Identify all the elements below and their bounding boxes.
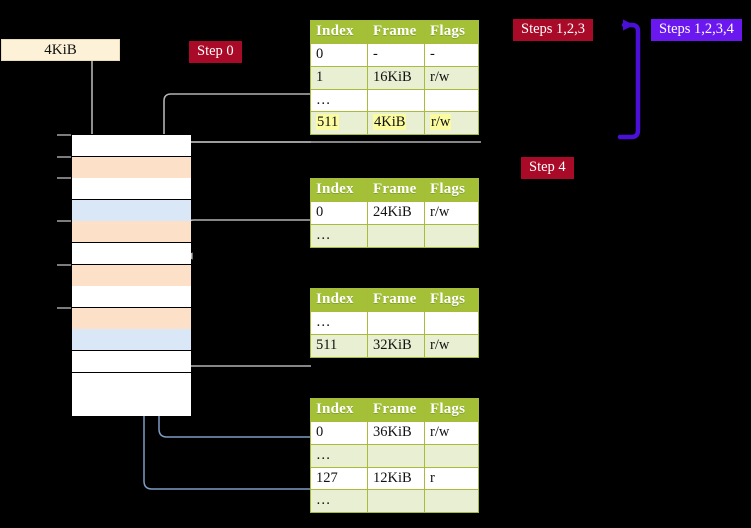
memory-tick [57, 155, 71, 158]
column-header-index: Index [310, 397, 368, 423]
badge-steps-123: Steps 1,2,3 [513, 19, 594, 41]
cell-frame: 4KiB [367, 111, 425, 135]
wire-pdpt-row0 [185, 219, 311, 260]
cell-flags: - [424, 43, 479, 67]
cell-frame: 24KiB [367, 201, 425, 225]
badge-step-0: Step 0 [189, 41, 242, 63]
memory-frame-peach [72, 264, 191, 287]
table-row: … [310, 443, 479, 468]
memory-frame-white [72, 351, 191, 373]
column-header-flags: Flags [424, 287, 479, 313]
size-label-text: 4KiB [44, 41, 77, 58]
memory-frame-blue [72, 329, 191, 352]
cell-frame: 12KiB [367, 466, 425, 491]
column-header-frame: Frame [367, 177, 425, 203]
memory-frame-white [72, 135, 191, 157]
column-header-index: Index [310, 177, 368, 203]
memory-tick [57, 263, 71, 266]
cell-index: … [310, 223, 368, 248]
column-header-index: Index [310, 19, 368, 45]
cell-frame: 32KiB [367, 333, 425, 358]
cell-index: 511 [310, 111, 368, 135]
memory-frame-blue [72, 199, 191, 222]
cell-flags: r/w [424, 421, 479, 445]
memory-frame-peach [72, 221, 191, 244]
cell-index: … [310, 443, 368, 468]
memory-frame-white [72, 394, 191, 417]
memory-tick [57, 134, 71, 136]
memory-tick [57, 177, 71, 180]
column-header-flags: Flags [424, 397, 479, 423]
column-header-frame: Frame [367, 287, 425, 313]
cell-flags: r/w [424, 333, 479, 358]
cell-index: … [310, 311, 368, 335]
cell-frame [367, 489, 425, 513]
table-row: … [310, 223, 479, 248]
cell-frame [367, 311, 425, 335]
memory-frame-white [72, 372, 191, 395]
memory-tick [57, 220, 71, 223]
wire-pml4-row511 [177, 141, 311, 151]
badge-step-4: Step 4 [521, 157, 574, 179]
cell-index: 1 [310, 65, 368, 90]
badge-steps-1234: Steps 1,2,3,4 [651, 19, 742, 41]
cell-flags [424, 489, 479, 513]
bracket-steps-arrow [617, 19, 641, 140]
cell-flags [424, 88, 479, 113]
cell-flags: r/w [424, 201, 479, 225]
cell-index: 0 [310, 201, 368, 225]
memory-frame-white [72, 243, 191, 265]
size-label-box: 4KiB [1, 39, 120, 61]
table-row: 0-- [310, 43, 479, 67]
table-row: … [310, 88, 479, 113]
cell-index: … [310, 489, 368, 513]
cell-flags: r/w [424, 111, 479, 135]
cell-flags [424, 223, 479, 248]
cell-frame [367, 88, 425, 113]
cell-index: … [310, 88, 368, 113]
column-header-flags: Flags [424, 177, 479, 203]
memory-tick [57, 306, 71, 309]
cell-index: 0 [310, 43, 368, 67]
cell-index: 127 [310, 466, 368, 491]
table-row: … [310, 489, 479, 513]
cell-frame [367, 223, 425, 248]
cell-frame [367, 443, 425, 468]
column-header-frame: Frame [367, 397, 425, 423]
column-header-index: Index [310, 287, 368, 313]
physical-memory-column [71, 134, 191, 417]
memory-frame-white [72, 286, 191, 309]
memory-frame-white [72, 178, 191, 201]
cell-frame: - [367, 43, 425, 67]
wire-pml4-row511-arrow [177, 141, 481, 151]
cell-flags [424, 311, 479, 335]
column-header-frame: Frame [367, 19, 425, 45]
memory-frame-peach [72, 307, 191, 330]
column-header-flags: Flags [424, 19, 479, 45]
cell-flags: r/w [424, 65, 479, 90]
cell-flags [424, 443, 479, 468]
cell-frame: 16KiB [367, 65, 425, 90]
cell-frame: 36KiB [367, 421, 425, 445]
table-row: … [310, 311, 479, 335]
memory-frame-peach [72, 156, 191, 179]
cell-flags: r [424, 466, 479, 491]
cell-index: 511 [310, 333, 368, 358]
cell-index: 0 [310, 421, 368, 445]
